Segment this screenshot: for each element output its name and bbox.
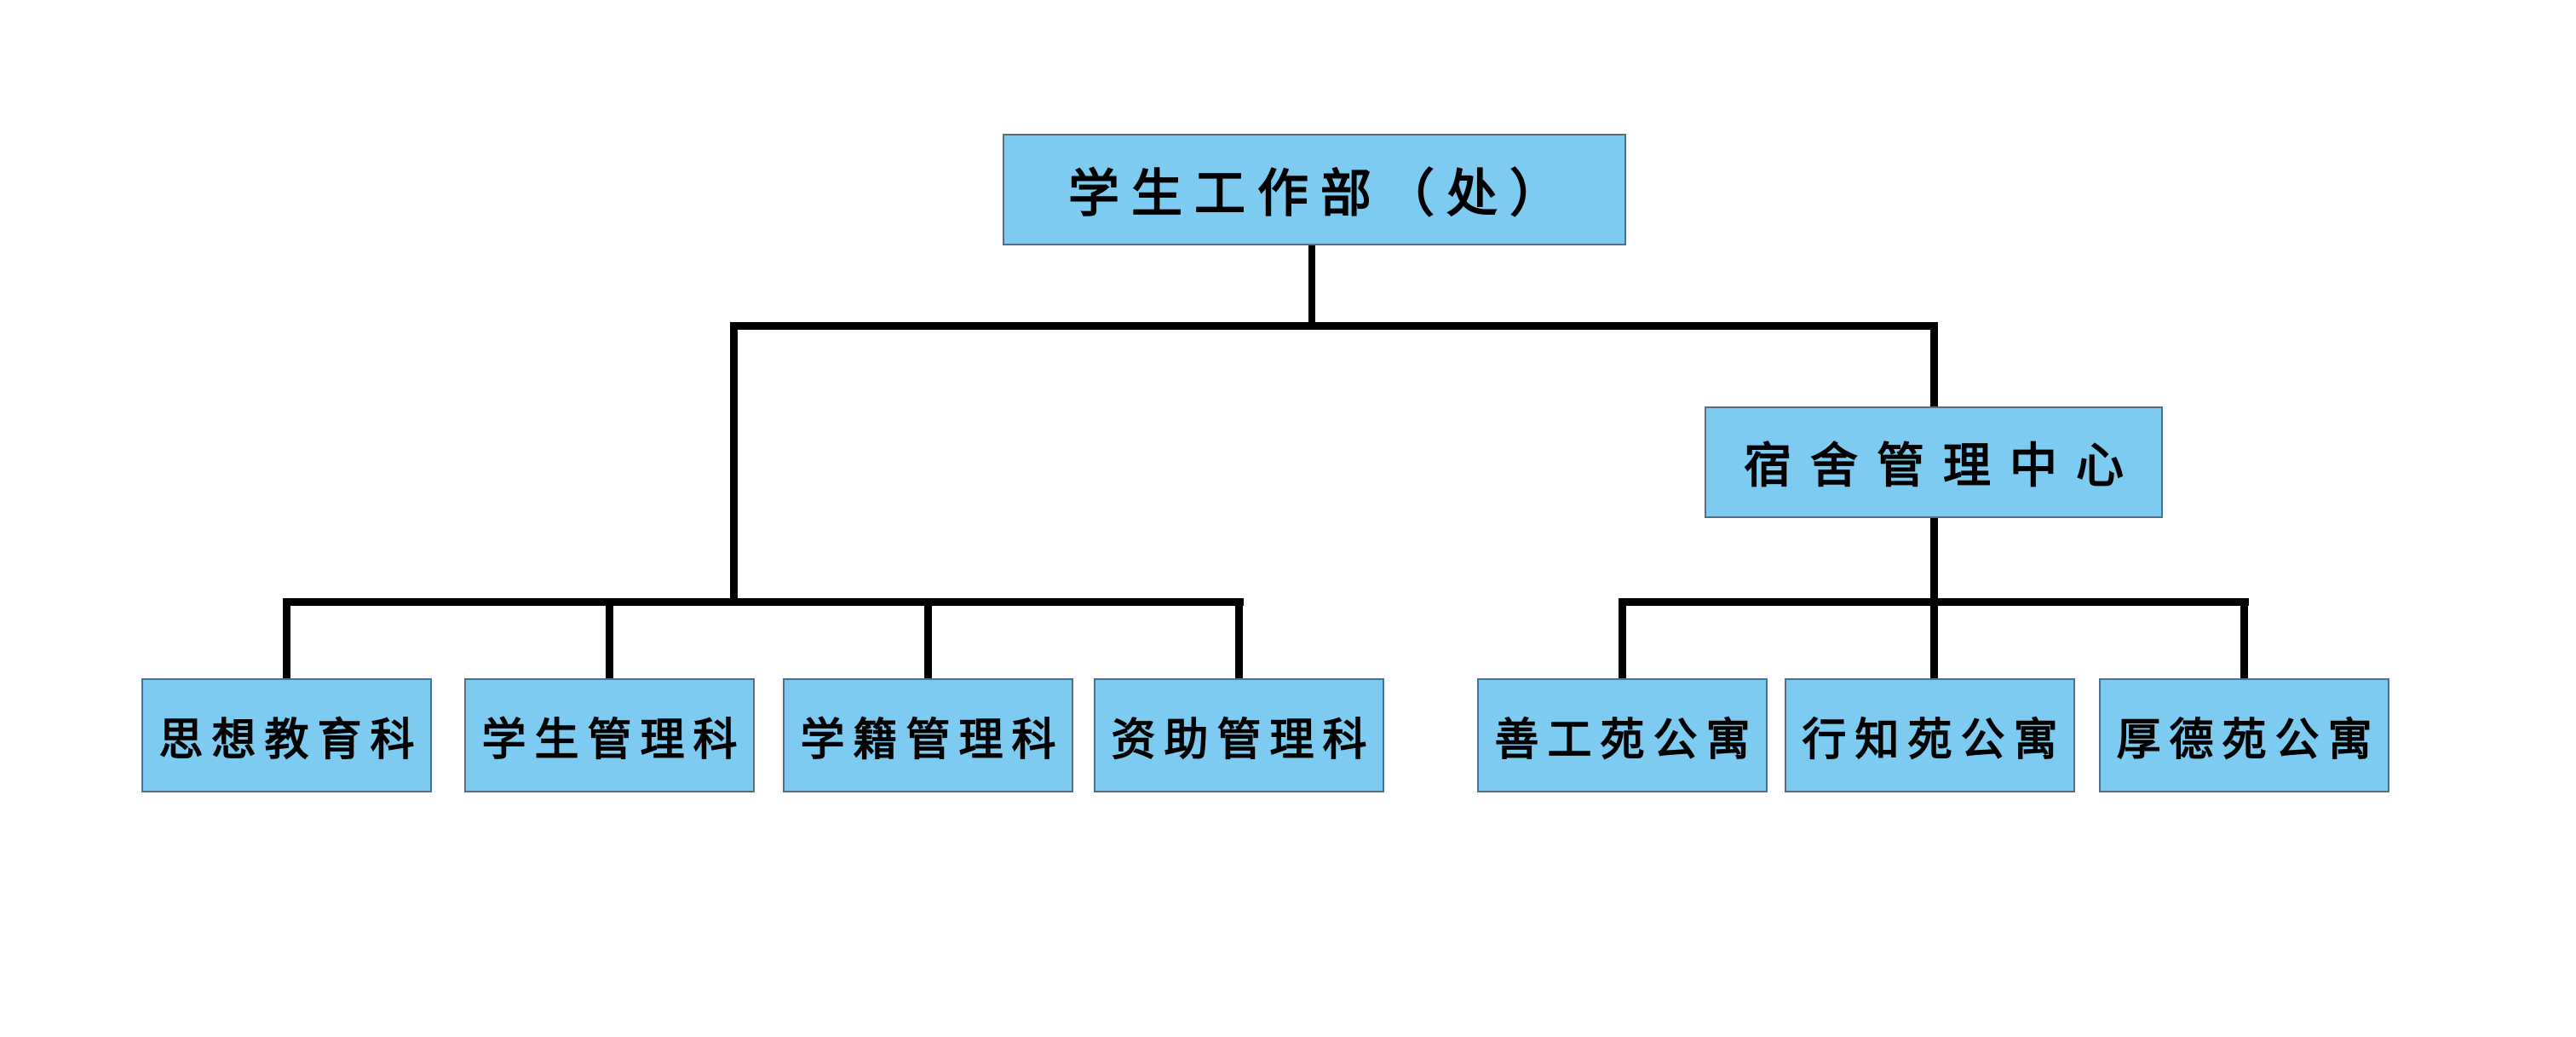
connector-stub-xingzhi <box>1930 598 1938 682</box>
connector-stub-ideology <box>283 598 290 682</box>
connector-main-rail <box>730 322 1938 330</box>
org-node-label: 学生工作部（处） <box>1068 166 1573 222</box>
org-node-label: 学籍管理科 <box>800 716 1065 765</box>
org-node-student-management-section: 学生管理科 <box>464 678 755 792</box>
org-node-ideology-education-section: 思想教育科 <box>141 678 432 792</box>
org-node-xingzhi-apartment: 行知苑公寓 <box>1785 678 2075 792</box>
org-node-label: 学生管理科 <box>481 716 746 765</box>
connector-root-vertical <box>1308 245 1315 330</box>
connector-left-group-rail <box>283 598 1244 606</box>
org-node-financial-aid-section: 资助管理科 <box>1094 678 1384 792</box>
org-node-label: 行知苑公寓 <box>1802 716 2067 765</box>
connector-dorm-top-vertical <box>1930 322 1938 407</box>
org-node-shangong-apartment: 善工苑公寓 <box>1477 678 1768 792</box>
connector-stub-aid <box>1235 598 1243 682</box>
org-node-enrollment-management-section: 学籍管理科 <box>783 678 1073 792</box>
org-node-label: 宿舍管理中心 <box>1744 441 2142 493</box>
org-node-houde-apartment: 厚德苑公寓 <box>2099 678 2389 792</box>
connector-stub-houde <box>2240 598 2248 682</box>
org-node-student-affairs-dept: 学生工作部（处） <box>1003 134 1626 245</box>
org-node-label: 厚德苑公寓 <box>2116 716 2381 765</box>
connector-stub-shangong <box>1619 598 1626 682</box>
org-node-label: 资助管理科 <box>1111 716 1376 765</box>
org-node-label: 善工苑公寓 <box>1494 716 1759 765</box>
org-node-label: 思想教育科 <box>158 716 423 765</box>
connector-dorm-bottom-vertical <box>1930 516 1938 606</box>
connector-left-branch-vertical <box>730 322 738 606</box>
connector-stub-students <box>606 598 613 682</box>
org-node-dorm-management-center: 宿舍管理中心 <box>1705 406 2163 518</box>
connector-stub-enrollment <box>924 598 932 682</box>
